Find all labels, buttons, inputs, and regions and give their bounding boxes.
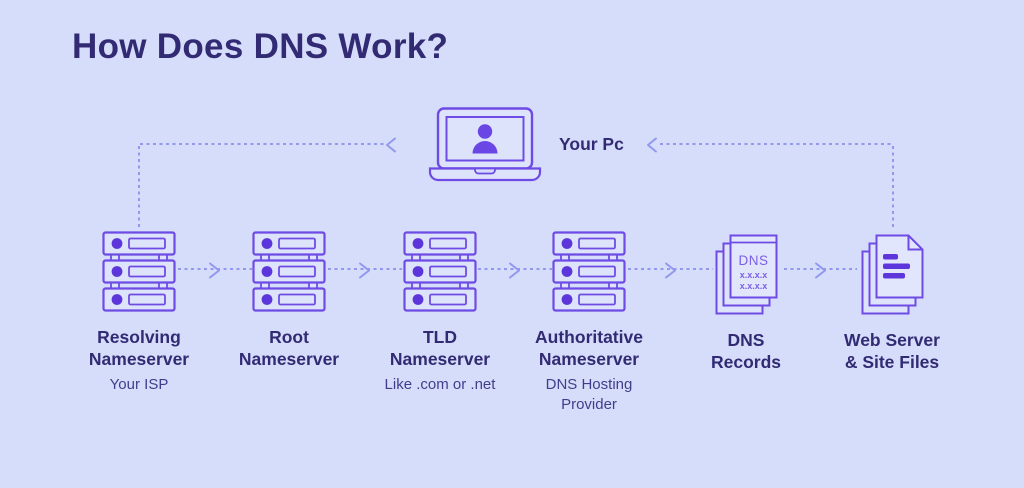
arrow-right-icon (509, 262, 520, 279)
node-label: DNS Records (710, 330, 782, 372)
svg-text:DNS: DNS (738, 253, 768, 268)
connector-root-to-tld (328, 268, 402, 270)
site-files-icon (861, 234, 923, 315)
connector-pc-to-resolver-horizontal (140, 143, 385, 145)
connector-pc-to-resolver-vertical (138, 146, 140, 229)
laptop-icon (428, 107, 542, 182)
node-label: Authoritative Nameserver (535, 327, 643, 369)
arrow-left-icon (647, 137, 657, 153)
node-root-nameserver: Root Nameserver (214, 231, 364, 370)
node-sublabel: DNS Hosting Provider (545, 376, 633, 413)
connector-resolver-to-root (178, 268, 252, 270)
dns-records-icon: DNS x.x.x.x x.x.x.x (715, 234, 777, 315)
node-label: Web Server & Site Files (844, 330, 940, 372)
node-authoritative-nameserver: Authoritative Nameserver DNS Hosting Pro… (514, 231, 664, 415)
node-sublabel: Like .com or .net (384, 376, 496, 393)
page-title: How Does DNS Work? (72, 27, 449, 66)
server-icon (252, 231, 326, 312)
server-icon (552, 231, 626, 312)
connector-webserver-to-pc-vertical (892, 146, 894, 228)
connector-authoritative-to-records (628, 268, 713, 270)
connector-tld-to-authoritative (478, 268, 552, 270)
node-resolving-nameserver: Resolving Nameserver Your ISP (64, 231, 214, 395)
arrow-right-icon (359, 262, 370, 279)
node-web-server-site-files: Web Server & Site Files (817, 231, 967, 373)
node-dns-records: DNS x.x.x.x x.x.x.x DNS Records (671, 231, 821, 373)
pc-label: Your Pc (559, 134, 624, 154)
node-label: Resolving Nameserver (88, 327, 190, 369)
node-tld-nameserver: TLD Nameserver Like .com or .net (365, 231, 515, 395)
arrow-right-icon (815, 262, 826, 279)
server-icon (403, 231, 477, 312)
arrow-right-icon (665, 262, 676, 279)
person-icon (472, 124, 498, 154)
connector-records-to-webserver (784, 268, 857, 270)
node-label: Root Nameserver (238, 327, 340, 369)
arrow-left-icon (386, 137, 396, 153)
connector-webserver-to-pc-horizontal (660, 143, 894, 145)
node-sublabel: Your ISP (109, 376, 169, 393)
server-icon (102, 231, 176, 312)
node-label: TLD Nameserver (389, 327, 491, 369)
arrow-right-icon (209, 262, 220, 279)
svg-text:x.x.x.x: x.x.x.x (739, 270, 767, 280)
svg-text:x.x.x.x: x.x.x.x (739, 281, 767, 291)
